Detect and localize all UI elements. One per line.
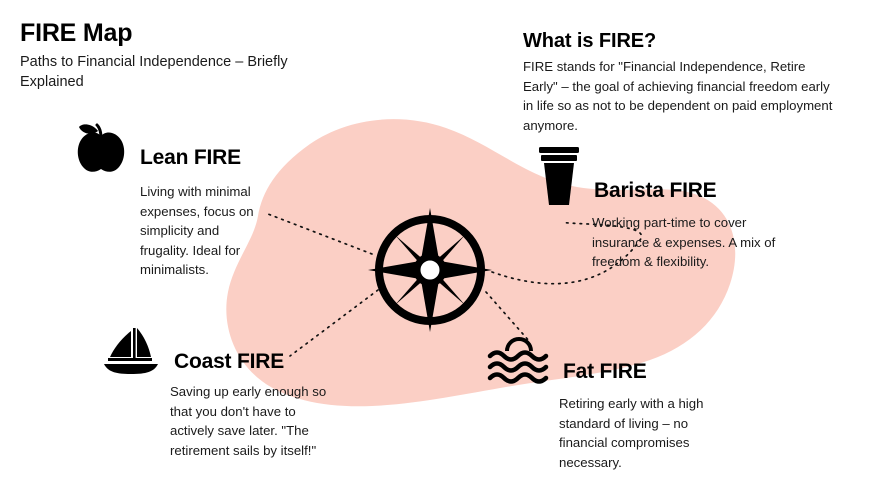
sailboat-icon xyxy=(104,328,158,374)
apple-icon xyxy=(77,123,125,172)
connector-barista xyxy=(491,221,643,285)
path-title-barista-fire: Barista FIRE xyxy=(594,179,717,202)
path-title-lean-fire: Lean FIRE xyxy=(140,146,241,169)
connector-fat xyxy=(485,291,531,343)
path-block-lean-fire: Lean FIRE Living with minimal expenses, … xyxy=(74,118,274,280)
what-is-fire-panel: What is FIRE? FIRE stands for "Financial… xyxy=(523,30,835,135)
sunset-waves-icon xyxy=(487,337,549,384)
path-body-fat-fire: Retiring early with a high standard of l… xyxy=(559,396,704,470)
path-body-lean-fire: Living with minimal expenses, focus on s… xyxy=(140,184,254,278)
page-title: FIRE Map xyxy=(20,19,133,47)
path-header-barista-fire: Barista FIRE xyxy=(537,145,782,207)
path-block-coast-fire: Coast FIRE Saving up early enough so tha… xyxy=(100,326,330,460)
connector-lean xyxy=(267,213,373,255)
page-subtitle: Paths to Financial Independence – Briefl… xyxy=(20,53,288,91)
path-header-lean-fire: Lean FIRE xyxy=(74,118,274,174)
path-title-fat-fire: Fat FIRE xyxy=(563,360,647,383)
compass-rose-icon xyxy=(368,208,492,332)
connector-coast xyxy=(289,289,379,357)
path-block-barista-fire: Barista FIRE Working part-time to cover … xyxy=(537,145,782,272)
what-is-fire-title: What is FIRE? xyxy=(523,30,657,52)
path-header-coast-fire: Coast FIRE xyxy=(100,326,330,376)
path-title-coast-fire: Coast FIRE xyxy=(174,350,285,373)
path-block-fat-fire: Fat FIRE Retiring early with a high stan… xyxy=(487,334,727,472)
header: FIRE Map Paths to Financial Independence… xyxy=(20,19,380,93)
path-body-coast-fire: Saving up early enough so that you don't… xyxy=(170,384,327,458)
coffee-cup-icon xyxy=(539,147,579,205)
what-is-fire-body: FIRE stands for "Financial Independence,… xyxy=(523,59,833,133)
path-header-fat-fire: Fat FIRE xyxy=(487,334,727,386)
path-body-barista-fire: Working part-time to cover insurance & e… xyxy=(592,215,776,270)
